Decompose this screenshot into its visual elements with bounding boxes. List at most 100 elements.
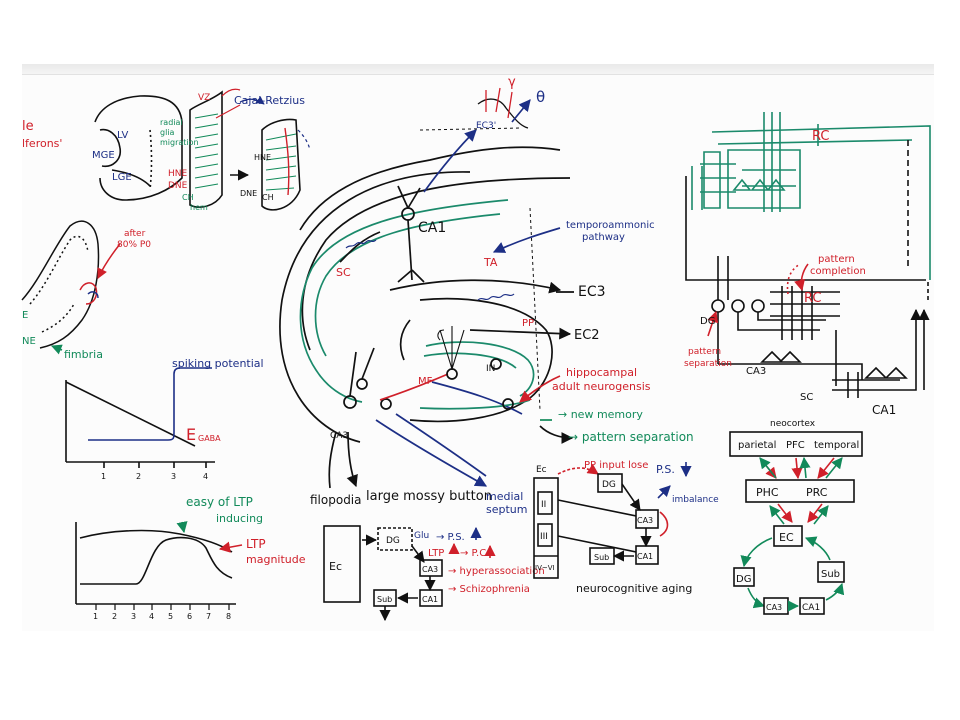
ca3-label: CA3 [330, 431, 348, 441]
ltp-tick-1: 1 [93, 612, 98, 621]
dne-label: DNE [168, 181, 188, 191]
aging-labels: Ec II III IV~VI PP input lose DG P.S. im… [535, 460, 719, 595]
circuit-labels: RC RC pattern completion DG pattern sepa… [684, 129, 896, 417]
fimbria-sketch [21, 220, 121, 355]
egaba-tick-1: 1 [101, 472, 106, 481]
ltp-label: LTP [246, 537, 266, 551]
ltp-tick-4: 4 [149, 612, 154, 621]
pattern-completion-1: pattern [818, 254, 855, 265]
ch2-label: CH [262, 193, 274, 202]
egaba-tick-3: 3 [171, 472, 176, 481]
schizo-sub-label: Sub [377, 595, 392, 604]
hne-label: HNE [168, 169, 188, 179]
aging-dg-label: DG [602, 480, 616, 490]
pattern-separation-label: → pattern separation [568, 430, 694, 444]
aging-iv-label: IV~VI [535, 564, 555, 572]
ltp-tick-7: 7 [206, 612, 211, 621]
ltp-tick-8: 8 [226, 612, 231, 621]
schizo-ec-label: Ec [329, 560, 342, 573]
aging-ps-label: P.S. [656, 463, 675, 476]
circuit-dg-label: DG [700, 316, 715, 327]
ltp-tick-2: 2 [112, 612, 117, 621]
septum-label: septum [486, 503, 527, 516]
cajal-retzius-label: Cajal-Retzius [234, 94, 305, 107]
egaba-tick-4: 4 [203, 472, 208, 481]
mge-bulge [99, 128, 122, 168]
left-edge-note: le lferons' [22, 119, 62, 150]
neo-ec-label: EC [779, 531, 794, 544]
aging-ii-label: II [541, 500, 546, 510]
ca1-label: CA1 [418, 220, 446, 236]
mf-label: MF [418, 376, 433, 387]
ltp-tick-3: 3 [131, 612, 136, 621]
glia-label: glia [160, 128, 175, 137]
ventricle-outline [94, 95, 183, 201]
pp-label: PP [522, 318, 534, 329]
parietal-label: parietal [738, 440, 776, 451]
new-memory-label: → new memory [558, 408, 643, 421]
sc-label: SC [336, 266, 351, 279]
in-label: IN [486, 364, 495, 374]
egaba-tick-2: 2 [136, 472, 141, 481]
schizophrenia-labels: Ec DG Glu → P.S. LTP → P.C. CA3 → hypera… [329, 531, 545, 604]
medial-label: medial [486, 490, 523, 503]
vz-label: VZ [198, 93, 210, 103]
schizo-ca3-label: CA3 [422, 565, 438, 574]
neo-sub-label: Sub [821, 569, 840, 580]
phc-label: PHC [756, 486, 779, 499]
neo-ca3-label: CA3 [766, 603, 782, 612]
rc-top-label: RC [812, 129, 829, 144]
pp-input-lose-label: PP input lose [584, 460, 648, 471]
filopodia-label: filopodia [310, 493, 362, 507]
egaba-graph [65, 367, 215, 468]
lge-label: LGE [112, 172, 132, 183]
pattern-separation-2: separation [684, 359, 732, 369]
pattern-completion-2: completion [810, 266, 866, 277]
ch-label: CH [182, 193, 194, 202]
ltp-tick-6: 6 [187, 612, 192, 621]
ltp-tick-5: 5 [168, 612, 173, 621]
temporal-label: temporal [814, 440, 859, 451]
pfc-label: PFC [786, 440, 805, 451]
ec3-prime-label: EC3' [476, 121, 496, 131]
dne2-label: DNE [240, 189, 257, 198]
aging-flow [533, 462, 692, 579]
rc-label: RC [804, 291, 821, 306]
aging-ec-label: Ec [536, 465, 547, 475]
pathway-label: pathway [582, 232, 625, 243]
lge-contour [111, 169, 151, 187]
circuit-sc-label: SC [800, 392, 813, 403]
imbalance-label: imbalance [672, 495, 719, 505]
schizo-ps-label: → P.S. [436, 532, 465, 543]
hne2-label: HNE [254, 153, 271, 162]
adult-neurogenesis-label: adult neurogensis [552, 380, 651, 393]
ltp-graph [75, 521, 243, 610]
aging-sub-label: Sub [594, 553, 609, 562]
ltp-labels: easy of LTP inducing LTP magnitude 1 2 3… [93, 495, 306, 621]
neurocognitive-aging-label: neurocognitive aging [576, 582, 692, 595]
circuit-diagram [685, 112, 931, 398]
egaba-label: E [186, 425, 196, 444]
left-note-line2: lferons' [22, 137, 62, 150]
left-note-line1: le [22, 119, 34, 134]
hem-label: hem [190, 203, 208, 212]
magnitude-label: magnitude [246, 553, 306, 566]
ta-label: TA [483, 256, 498, 269]
egaba-labels: spiking potential E GABA 1 2 3 4 [101, 357, 264, 481]
theta-label: θ [536, 88, 545, 106]
forebrain-labels: LV MGE LGE VZ radial glia migration HNE … [92, 93, 305, 212]
egaba-subscript: GABA [198, 434, 221, 443]
neocortex-loop [729, 431, 863, 615]
aging-ca1-label: CA1 [637, 552, 653, 561]
fimbria-label: fimbria [64, 348, 103, 361]
lv-label: LV [117, 130, 128, 141]
ne-label: NE [22, 336, 36, 347]
schizo-dg-label: DG [386, 536, 400, 546]
hyperassociation-label: → hyperassociation [448, 566, 545, 577]
schizo-ca1-label: CA1 [422, 595, 438, 604]
migration-label: migration [160, 138, 199, 147]
radial-label: radial [160, 118, 183, 127]
temporoammonic-label: temporoammonic [566, 220, 655, 231]
easy-ltp-label: easy of LTP [186, 495, 253, 509]
